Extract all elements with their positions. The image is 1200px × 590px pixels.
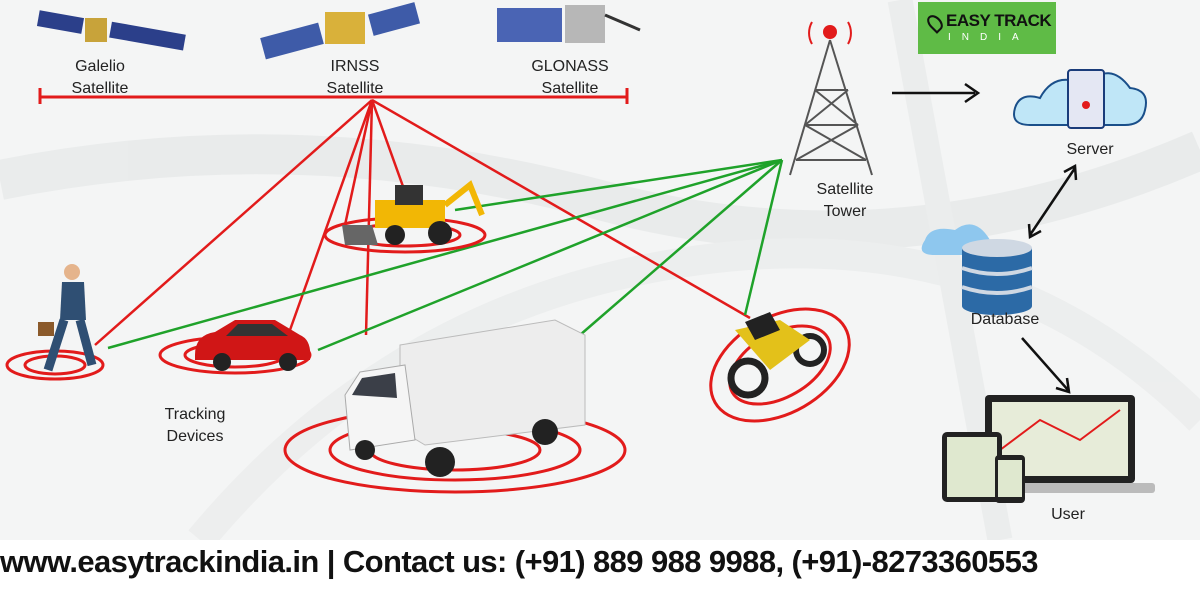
satellite-tower-icon [789,21,873,176]
easy-track-india-logo: EASY TRACK INDIA [918,2,1056,54]
logo-text: EASY TRACK [946,11,1052,30]
flow-arrows [892,82,1078,394]
server-label: Server [1066,141,1114,158]
location-pin-icon [924,12,946,34]
server-icon [1013,69,1147,129]
gps-tracking-diagram [5,2,1155,503]
backhoe-loader-icon [342,180,485,245]
tower-links [107,158,784,352]
truck-icon [344,319,586,477]
database-label: Database [970,311,1040,328]
glonass-satellite-icon [497,5,641,43]
database-icon [921,224,1033,315]
user-devices-icon [942,395,1155,503]
galileo-satellite-icon [36,10,186,51]
footer-contact: www.easytrackindia.in | Contact us: (+91… [0,540,1200,590]
satellite-links [94,98,751,346]
user-label: User [1051,506,1085,523]
logo-subtext: INDIA [948,32,1030,43]
irnss-satellite-icon [260,2,421,60]
car-icon [195,320,311,371]
motorbike-icon [727,312,827,399]
satellite-bracket [38,88,629,104]
walking-man-icon [38,264,97,372]
